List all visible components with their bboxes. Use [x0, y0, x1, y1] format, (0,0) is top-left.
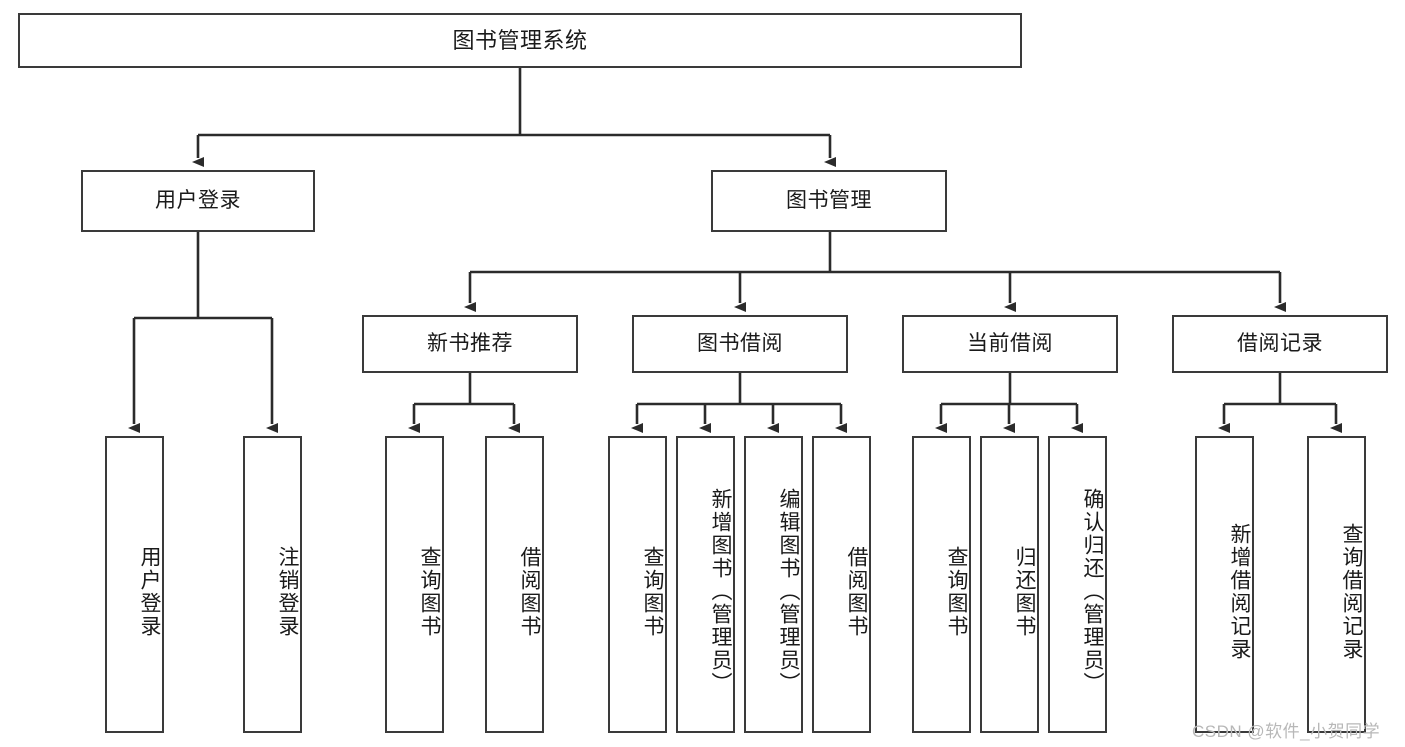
leaf-new-book-query[interactable]: 查询图书	[385, 436, 444, 733]
leaf-current-borrow-confirm[interactable]: 确认归还（管理员）	[1048, 436, 1107, 733]
leaf-borrow-record-query[interactable]: 查询借阅记录	[1307, 436, 1366, 733]
leaf-user-login-signin[interactable]: 用户登录	[105, 436, 164, 733]
leaf-book-borrow-add[interactable]: 新增图书（管理员）	[676, 436, 735, 733]
leaf-borrow-record-add[interactable]: 新增借阅记录	[1195, 436, 1254, 733]
node-root-system[interactable]: 图书管理系统	[18, 13, 1022, 68]
leaf-current-borrow-query[interactable]: 查询图书	[912, 436, 971, 733]
leaf-book-borrow-borrow[interactable]: 借阅图书	[812, 436, 871, 733]
node-book-management[interactable]: 图书管理	[711, 170, 947, 232]
node-book-borrow[interactable]: 图书借阅	[632, 315, 848, 373]
leaf-new-book-borrow[interactable]: 借阅图书	[485, 436, 544, 733]
leaf-current-borrow-return[interactable]: 归还图书	[980, 436, 1039, 733]
leaf-book-borrow-query[interactable]: 查询图书	[608, 436, 667, 733]
csdn-watermark: CSDN @软件_小贺同学	[1192, 722, 1381, 741]
leaf-book-borrow-edit[interactable]: 编辑图书（管理员）	[744, 436, 803, 733]
node-new-book-recommend[interactable]: 新书推荐	[362, 315, 578, 373]
leaf-user-login-signout[interactable]: 注销登录	[243, 436, 302, 733]
node-user-login[interactable]: 用户登录	[81, 170, 315, 232]
node-borrow-record[interactable]: 借阅记录	[1172, 315, 1388, 373]
node-current-borrow[interactable]: 当前借阅	[902, 315, 1118, 373]
